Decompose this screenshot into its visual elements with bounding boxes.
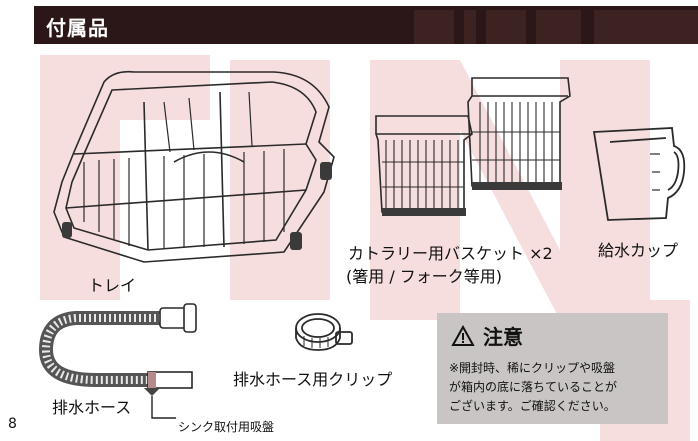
- basket-sub-label: (箸用 / フォーク等用): [346, 267, 503, 286]
- hose-illustration: [36, 300, 216, 396]
- caution-line-2: が箱内の底に落ちていることが: [449, 380, 618, 394]
- clip-illustration: [290, 306, 360, 356]
- caution-line-3: ございます。ご確認ください。: [449, 399, 616, 413]
- suction-cup-label: シンク取付用吸盤: [178, 420, 275, 434]
- caution-box: 注意 ※開封時、稀にクリップや吸盤 が箱内の底に落ちていることが ございます。ご…: [437, 313, 668, 424]
- basket-label: カトラリー用バスケット ×2: [348, 244, 553, 263]
- caution-text: ※開封時、稀にクリップや吸盤 が箱内の底に落ちていることが ございます。ご確認く…: [449, 359, 664, 416]
- clip-label: 排水ホース用クリップ: [233, 370, 393, 389]
- tray-drawing: [53, 70, 335, 263]
- hose-drawing: [38, 303, 197, 389]
- clip-drawing: [295, 313, 353, 351]
- header-decoration: [414, 10, 698, 44]
- basket-drawing: [375, 77, 571, 216]
- caution-title: 注意: [483, 325, 523, 349]
- hose-callout-line: [144, 388, 176, 419]
- tray-label: トレイ: [88, 276, 137, 295]
- cup-illustration: [590, 122, 686, 224]
- caution-line-1: ※開封時、稀にクリップや吸盤: [449, 361, 616, 375]
- section-header: 付属品: [34, 6, 698, 44]
- basket-illustration: [372, 72, 578, 222]
- page-title: 付属品: [46, 16, 109, 40]
- warning-triangle-icon: [451, 324, 475, 346]
- tray-illustration: [44, 62, 344, 272]
- hose-label: 排水ホース: [52, 398, 132, 417]
- page-number: 8: [8, 416, 17, 432]
- cup-drawing: [592, 127, 686, 221]
- caution-heading: 注意: [451, 321, 523, 350]
- cup-label: 給水カップ: [598, 241, 679, 260]
